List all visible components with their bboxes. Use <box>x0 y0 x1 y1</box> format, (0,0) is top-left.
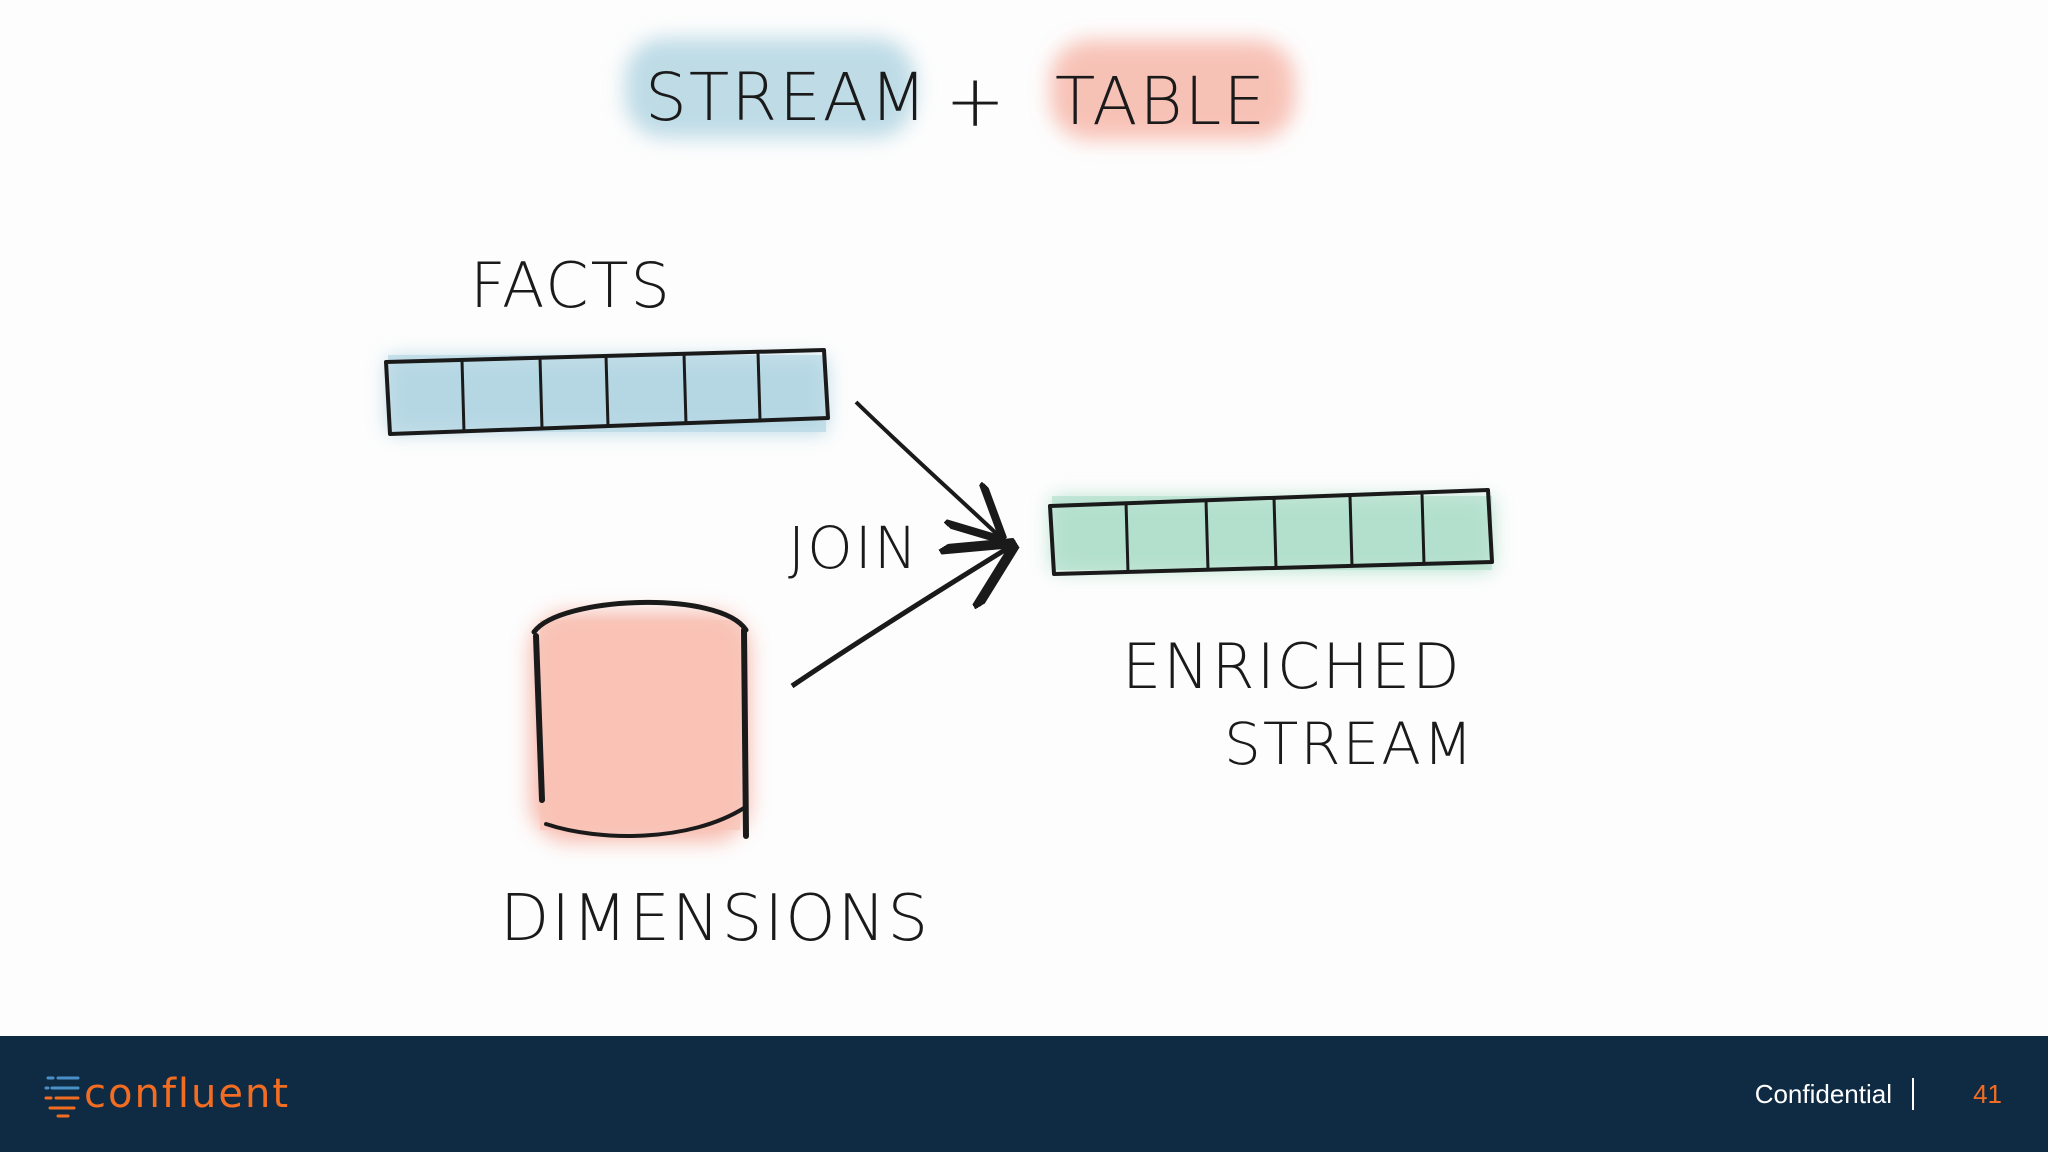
title-stream: STREAM <box>645 59 929 136</box>
enriched-label-line2: STREAM <box>1224 710 1475 778</box>
page-number: 41 <box>1973 1078 2002 1110</box>
footer-bar: confluent Confidential 41 <box>0 1036 2048 1152</box>
confluent-logo[interactable]: confluent <box>44 1066 290 1122</box>
title-plus: + <box>945 59 1007 143</box>
dimensions-table-cylinder <box>530 602 750 842</box>
enriched-stream-bar <box>1050 490 1492 574</box>
confidential-label: Confidential <box>1755 1078 1914 1110</box>
facts-stream-bar <box>386 350 828 434</box>
slide-canvas: STREAM + TABLE FACTS JOIN <box>0 0 2048 1036</box>
confluent-logo-icon <box>44 1069 80 1119</box>
title-table: TABLE <box>1055 63 1267 140</box>
join-label: JOIN <box>788 514 919 582</box>
dimensions-label: DIMENSIONS <box>500 882 930 956</box>
facts-label: FACTS <box>470 249 672 322</box>
diagram: STREAM + TABLE FACTS JOIN <box>0 0 2048 1036</box>
enriched-label-line1: ENRICHED <box>1122 630 1462 703</box>
confluent-wordmark: confluent <box>84 1074 290 1114</box>
